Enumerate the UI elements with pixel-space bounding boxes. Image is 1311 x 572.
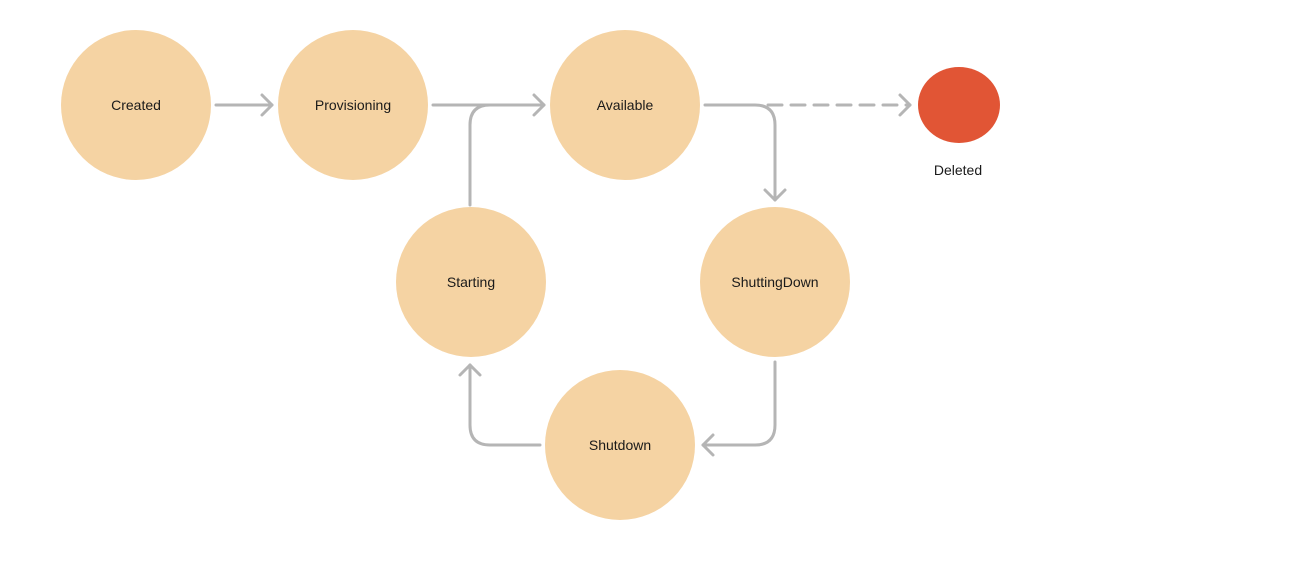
- state-label-shuttingdown: ShuttingDown: [731, 274, 818, 290]
- terminal-state-circle: [918, 67, 1000, 143]
- state-circle: [550, 30, 700, 180]
- edge-starting-to-available: [468, 103, 502, 207]
- edge-line: [468, 103, 502, 207]
- state-circle: [700, 207, 850, 357]
- edge-available-to-deleted: [766, 93, 912, 117]
- state-shutdown: Shutdown: [545, 370, 695, 520]
- state-available: Available: [550, 30, 700, 180]
- state-label-created: Created: [111, 97, 161, 113]
- arrowhead-up-icon: [458, 363, 482, 377]
- state-shuttingdown: ShuttingDown: [700, 207, 850, 357]
- edge-line: [703, 103, 777, 202]
- arrowhead-left-icon: [701, 433, 715, 457]
- state-label-deleted: Deleted: [934, 162, 982, 178]
- state-provisioning: Provisioning: [278, 30, 428, 180]
- edge-shutdown-to-starting: [458, 363, 542, 447]
- edge-available-to-shuttingdown: [703, 103, 787, 202]
- edge-line: [701, 360, 777, 447]
- state-circle: [278, 30, 428, 180]
- edge-created-to-provisioning: [214, 93, 274, 117]
- state-deleted: Deleted: [918, 67, 1000, 178]
- transition-edges: [214, 93, 912, 457]
- arrowhead-right-icon: [260, 93, 274, 117]
- state-circle: [396, 207, 546, 357]
- state-nodes: Created Provisioning Available Starting …: [61, 30, 1000, 520]
- state-label-shutdown: Shutdown: [589, 437, 651, 453]
- state-label-provisioning: Provisioning: [315, 97, 391, 113]
- state-circle: [61, 30, 211, 180]
- arrowhead-right-icon: [898, 93, 912, 117]
- edge-shuttingdown-to-shutdown: [701, 360, 777, 457]
- state-created: Created: [61, 30, 211, 180]
- state-starting: Starting: [396, 207, 546, 357]
- state-label-starting: Starting: [447, 274, 495, 290]
- arrowhead-down-icon: [763, 188, 787, 202]
- arrowhead-right-icon: [532, 93, 546, 117]
- edge-line: [468, 363, 542, 447]
- state-circle: [545, 370, 695, 520]
- state-label-available: Available: [597, 97, 654, 113]
